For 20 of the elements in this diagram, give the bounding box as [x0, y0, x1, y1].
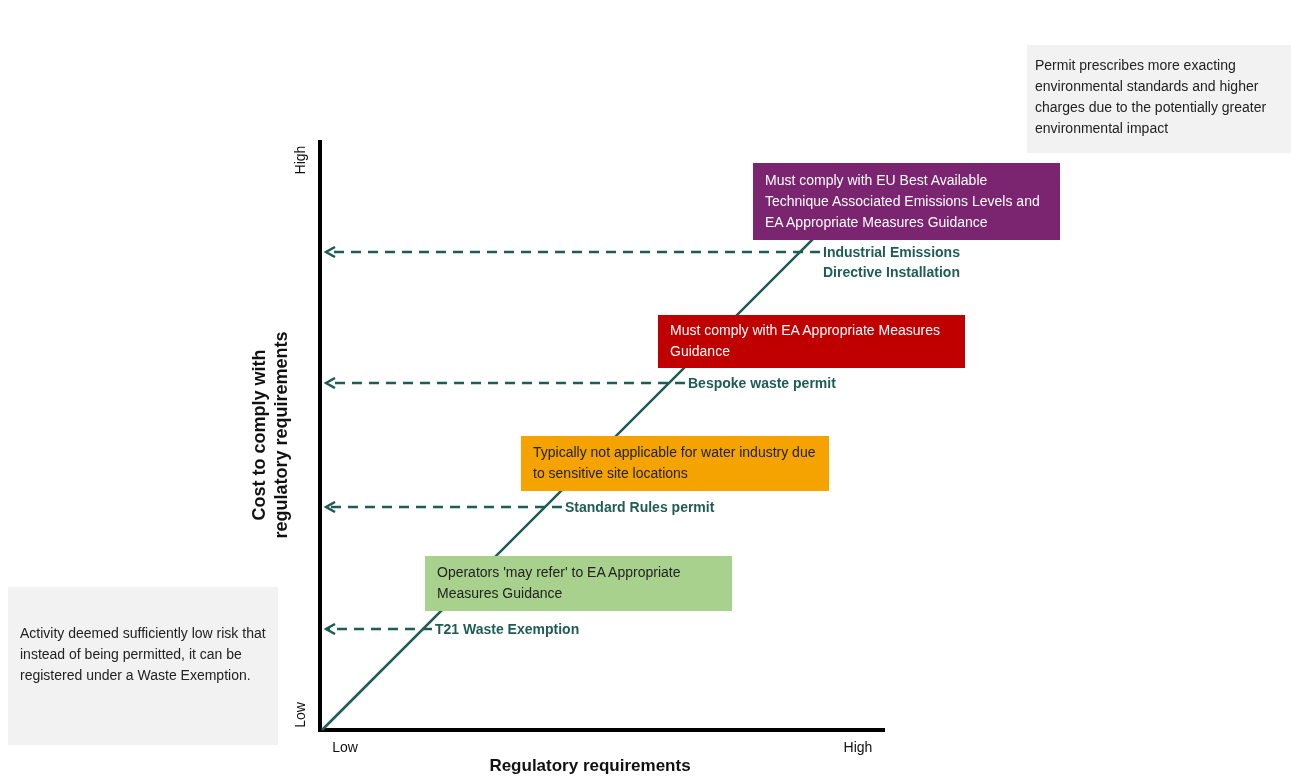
note-box: Activity deemed sufficiently low risk that instead of being permitted, it can be registered under a Waste Exemption.	[8, 587, 278, 745]
requirement-box: Operators 'may refer' to EA Appropriate Measures Guidance	[425, 556, 732, 611]
axis-title: Regulatory requirements	[489, 756, 691, 776]
permit-label: Industrial Emissions Directive Installation	[823, 242, 1013, 282]
permit-label: Standard Rules permit	[565, 497, 715, 517]
axis-tick-label: High	[292, 145, 308, 175]
note-box: Permit prescribes more exacting environmental standards and higher charges due to the potentially greater environmental impact	[1027, 45, 1291, 153]
requirement-box: Typically not applicable for water industry due to sensitive site locations	[521, 436, 829, 491]
dashed-arrow	[324, 376, 685, 390]
axis-title: Cost to comply with regulatory requirements	[248, 330, 292, 541]
dashed-arrow	[324, 500, 562, 514]
requirement-box: Must comply with EU Best Available Technique Associated Emissions Levels and EA Appropriate Measures Guidance	[753, 163, 1060, 240]
axis-tick-label: Low	[332, 739, 358, 755]
axis-tick-label: Low	[292, 702, 308, 728]
dashed-arrow	[324, 622, 432, 636]
dashed-arrow	[324, 245, 820, 259]
permit-label: T21 Waste Exemption	[435, 619, 580, 639]
requirement-box: Must comply with EA Appropriate Measures Guidance	[658, 315, 965, 368]
axis-tick-label: High	[843, 739, 873, 755]
permit-label: Bespoke waste permit	[688, 373, 836, 393]
